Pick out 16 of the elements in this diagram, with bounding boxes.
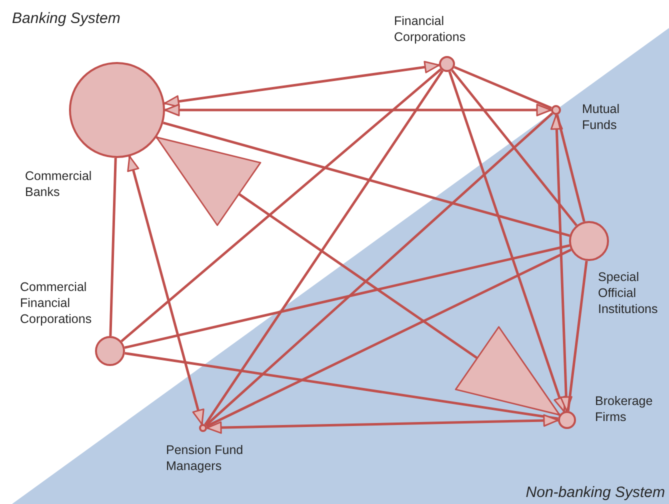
- node-label: Mutual Funds: [582, 101, 621, 133]
- node-label: Brokerage Firms: [595, 393, 654, 425]
- arrow: [164, 104, 552, 116]
- region-title: Non-banking System: [526, 484, 665, 501]
- arrow: [550, 114, 572, 412]
- arrow: [206, 414, 559, 434]
- node-label: Financial Corporations: [394, 13, 467, 45]
- arrow: [156, 136, 560, 416]
- region-title: Banking System: [12, 10, 120, 27]
- arrow: [164, 60, 440, 108]
- node-label: Commercial Banks: [25, 168, 93, 200]
- node-label: Special Official Institutions: [598, 269, 659, 317]
- node-label: Pension Fund Managers: [166, 442, 244, 474]
- node-label: Commercial Financial Corporations: [20, 279, 93, 327]
- arrow: [127, 156, 204, 425]
- arrow: [448, 71, 566, 412]
